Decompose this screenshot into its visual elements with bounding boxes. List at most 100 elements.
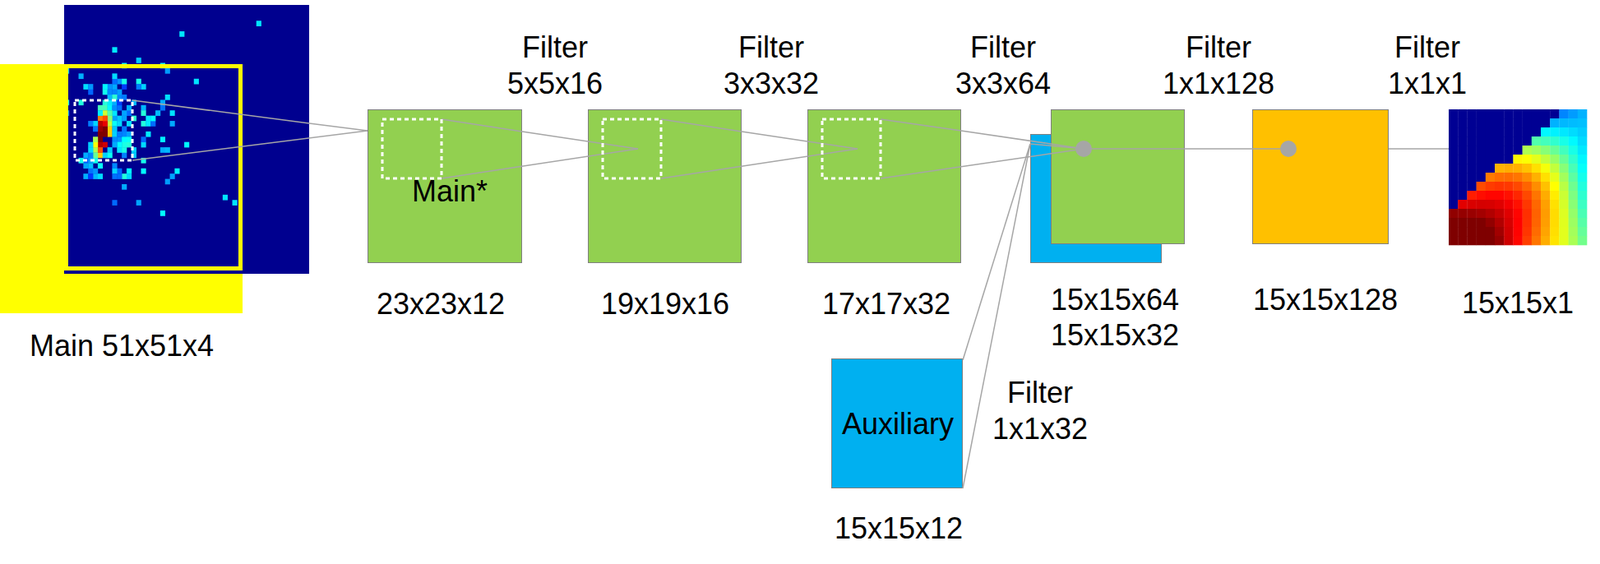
heat-pixel: [140, 142, 146, 148]
heat-pixel: [1448, 127, 1459, 137]
heat-pixel: [121, 136, 127, 143]
heat-pixel: [1577, 136, 1588, 146]
heat-pixel: [1476, 208, 1487, 218]
dimension-label: 15x15x128: [1253, 282, 1398, 318]
heat-pixel: [111, 89, 117, 96]
heat-pixel: [1540, 127, 1551, 137]
heat-pixel: [1531, 172, 1542, 182]
heat-pixel: [1476, 136, 1487, 146]
heat-pixel: [1466, 154, 1477, 164]
heat-pixel: [1568, 226, 1579, 236]
heat-pixel: [1568, 181, 1579, 191]
heat-pixel: [1485, 154, 1496, 164]
heat-pixel: [1558, 172, 1569, 182]
heat-pixel: [92, 152, 98, 159]
heat-pixel: [1512, 235, 1523, 246]
heat-pixel: [1558, 235, 1569, 246]
heat-pixel: [1485, 208, 1496, 218]
heat-pixel: [1494, 235, 1505, 246]
filter-label: Filter 1x1x128: [1162, 29, 1275, 102]
heat-pixel: [1549, 208, 1560, 218]
heat-pixel: [1503, 154, 1514, 164]
heat-pixel: [1558, 226, 1569, 236]
heat-pixel: [1558, 127, 1569, 137]
heat-pixel: [150, 120, 156, 127]
heat-pixel: [1558, 181, 1569, 191]
heat-pixel: [1522, 145, 1533, 155]
heat-pixel: [107, 110, 113, 116]
heat-pixel: [140, 136, 146, 143]
dense-feature-map: 15x15x128: [1252, 109, 1389, 245]
heat-pixel: [1522, 154, 1533, 164]
filter-label: Filter 1x1x1: [1387, 29, 1467, 102]
heat-pixel: [116, 147, 122, 153]
heat-pixel: [116, 168, 122, 175]
heat-pixel: [111, 110, 117, 116]
heat-pixel: [1549, 154, 1560, 164]
heat-pixel: [87, 142, 93, 148]
heat-pixel: [97, 142, 103, 148]
heat-pixel: [1476, 217, 1487, 227]
dimension-label: 15x15x1: [1461, 285, 1574, 321]
heat-pixel: [170, 120, 176, 127]
heat-pixel: [1494, 226, 1505, 236]
heat-pixel: [1577, 145, 1588, 155]
heat-pixel: [116, 120, 122, 127]
heat-pixel: [140, 83, 146, 90]
heat-pixel: [1522, 190, 1533, 200]
dimension-label: 15x15x64: [1050, 282, 1180, 318]
text-slot: 15x15x32: [1050, 317, 1180, 353]
heat-pixel: [1531, 136, 1542, 146]
heat-pixel: [1448, 190, 1459, 200]
heat-pixel: [92, 125, 98, 132]
projection-line: [132, 130, 368, 161]
text-slot: 15x15x128: [1253, 282, 1398, 318]
heat-pixel: [1568, 208, 1579, 218]
label-slot: Filter 1x1x32: [992, 374, 1088, 448]
heat-pixel: [97, 110, 103, 116]
dimension-label: 17x17x32: [822, 286, 951, 322]
heat-pixel: [102, 120, 108, 127]
heat-pixel: [121, 110, 127, 116]
heat-pixel: [111, 173, 117, 180]
heat-pixel: [1531, 181, 1542, 191]
heat-pixel: [1476, 172, 1487, 182]
heat-pixel: [1549, 172, 1560, 182]
heat-pixel: [1540, 190, 1551, 200]
heat-pixel: [1577, 163, 1588, 173]
heat-pixel: [92, 168, 98, 175]
feature-map: Main*23x23x12: [367, 109, 523, 264]
heat-pixel: [1457, 190, 1468, 200]
heat-pixel: [111, 142, 117, 148]
heat-pixel: [97, 120, 103, 127]
heat-pixel: [140, 105, 146, 111]
heat-pixel: [1503, 109, 1514, 119]
heat-pixel: [1568, 118, 1579, 128]
heat-pixel: [184, 142, 190, 148]
heat-pixel: [1549, 118, 1560, 128]
heat-pixel: [160, 105, 166, 111]
heat-pixel: [1503, 181, 1514, 191]
heat-pixel: [1512, 127, 1523, 137]
heat-pixel: [1549, 217, 1560, 227]
heat-pixel: [1512, 199, 1523, 209]
heat-pixel: [1549, 181, 1560, 191]
heat-pixel: [111, 73, 117, 79]
heat-pixel: [1494, 136, 1505, 146]
heat-pixel: [1512, 226, 1523, 236]
heat-pixel: [1512, 172, 1523, 182]
heat-pixel: [1466, 172, 1477, 182]
heat-pixel: [1540, 172, 1551, 182]
heat-pixel: [1577, 181, 1588, 191]
heat-pixel: [1503, 208, 1514, 218]
heat-pixel: [1531, 235, 1542, 246]
heat-pixel: [121, 173, 127, 180]
heat-pixel: [92, 147, 98, 153]
heat-pixel: [1485, 127, 1496, 137]
text-slot: Auxiliary: [841, 406, 954, 442]
heat-pixel: [1448, 226, 1459, 236]
heat-pixel: [1466, 163, 1477, 173]
heat-pixel: [1568, 163, 1579, 173]
